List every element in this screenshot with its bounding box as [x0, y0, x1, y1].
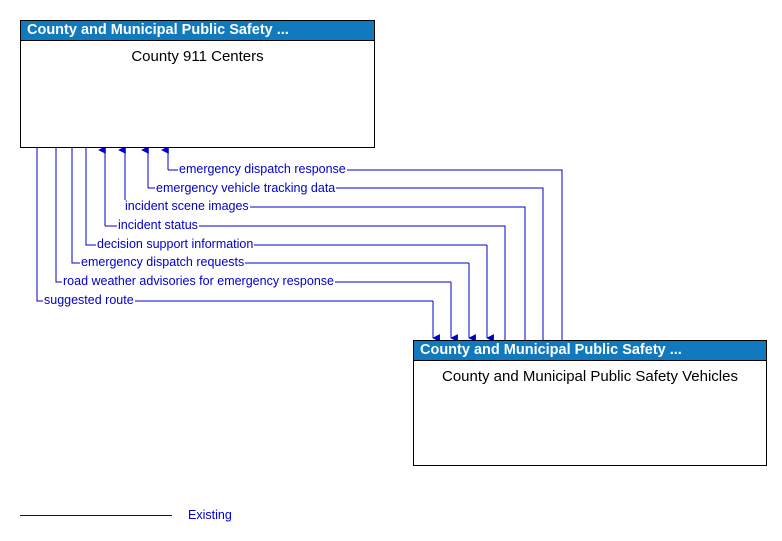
flow-label: suggested route — [43, 293, 135, 307]
flow-line[interactable] — [125, 206, 526, 340]
entity-box-county-911-centers[interactable]: County and Municipal Public Safety ... C… — [20, 20, 375, 148]
entity-header-county-911-centers: County and Municipal Public Safety ... — [21, 21, 374, 41]
flow-label: incident scene images — [124, 199, 250, 213]
entity-title-county-911-centers: County 911 Centers — [131, 48, 264, 65]
flow-label: emergency dispatch requests — [80, 255, 246, 269]
flow-label: emergency vehicle tracking data — [155, 181, 337, 195]
flow-line[interactable] — [36, 148, 433, 302]
legend-label-existing: Existing — [188, 508, 232, 522]
entity-box-county-municipal-public-safety-vehicles[interactable]: County and Municipal Public Safety ... C… — [413, 340, 767, 466]
flow-label: road weather advisories for emergency re… — [62, 274, 335, 288]
entity-title-county-municipal-public-safety-vehicles: County and Municipal Public Safety Vehic… — [441, 368, 738, 385]
legend-line-existing — [20, 515, 172, 516]
flow-label: incident status — [117, 218, 199, 232]
flow-label: emergency dispatch response — [178, 162, 347, 176]
flow-line[interactable] — [85, 148, 487, 246]
flow-line[interactable] — [105, 225, 506, 340]
entity-header-county-municipal-public-safety-vehicles: County and Municipal Public Safety ... — [414, 341, 766, 361]
legend: Existing — [20, 508, 280, 528]
flow-line[interactable] — [71, 148, 469, 264]
flow-label: decision support information — [96, 237, 255, 251]
